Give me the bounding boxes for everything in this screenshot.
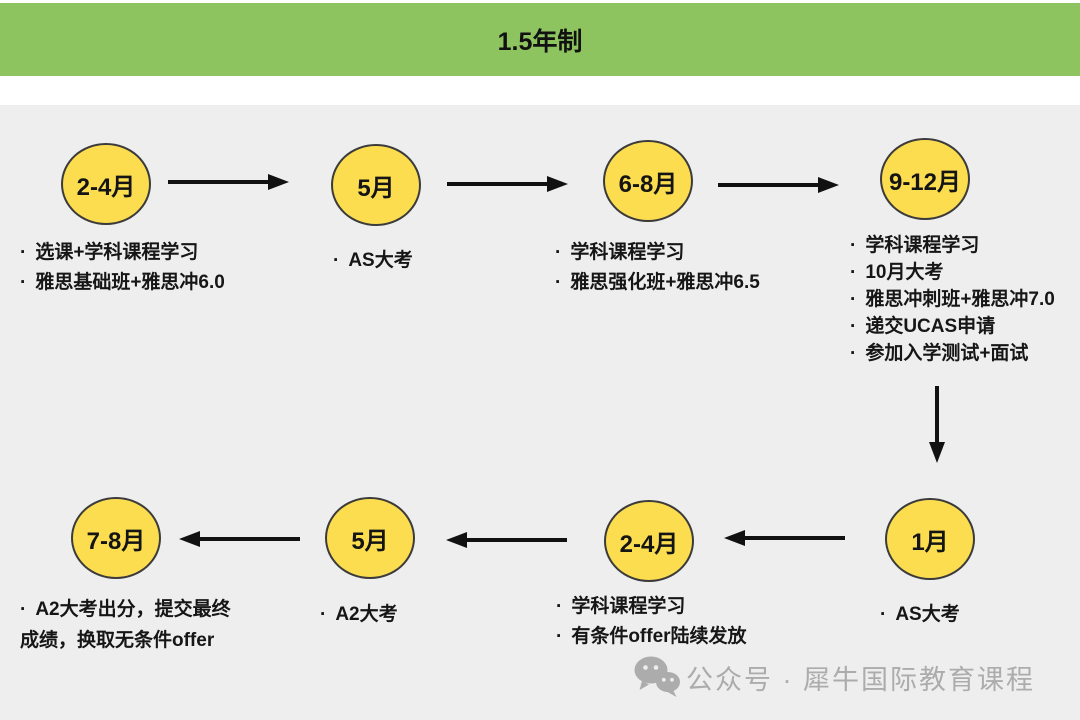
bullet-marker: · — [20, 599, 27, 620]
note-line: · 学科课程学习 — [555, 238, 760, 268]
stage-notes: · AS大考 — [333, 246, 413, 276]
note-text: 雅思基础班+雅思冲6.0 — [35, 272, 225, 293]
note-text: 雅思强化班+雅思冲6.5 — [570, 272, 760, 293]
arrow-left-icon — [446, 532, 567, 548]
note-line: ·A2大考出分，提交最终成绩，换取无条件offer — [20, 594, 238, 656]
arrow-left-icon — [179, 531, 300, 547]
note-line: · AS大考 — [333, 246, 413, 276]
bullet-marker: · — [850, 343, 857, 364]
note-line: · 学科课程学习 — [850, 232, 1055, 259]
bullet-marker: · — [880, 604, 887, 625]
stage-notes: · A2大考 — [320, 600, 398, 630]
bullet-marker: · — [555, 272, 562, 293]
stage-label: 7-8月 — [86, 527, 146, 555]
arrow-right-icon — [718, 177, 839, 193]
note-line: · 选课+学科课程学习 — [20, 238, 225, 268]
wechat-icon — [634, 656, 680, 697]
stage-notes: · 学科课程学习 · 雅思强化班+雅思冲6.5 — [555, 238, 760, 298]
note-text: A2大考出分，提交最终成绩，换取无条件offer — [20, 599, 231, 651]
note-text: 10月大考 — [865, 262, 944, 283]
stage-label: 2-4月 — [76, 173, 136, 201]
note-line: · 雅思基础班+雅思冲6.0 — [20, 268, 225, 298]
note-line: · 雅思冲刺班+雅思冲7.0 — [850, 286, 1055, 313]
stage-label: 2-4月 — [619, 530, 679, 558]
stage-label: 9-12月 — [888, 168, 962, 196]
note-text: A2大考 — [335, 604, 398, 625]
stage-label: 1月 — [911, 528, 949, 556]
bullet-marker: · — [556, 596, 563, 617]
note-text: 学科课程学习 — [570, 242, 685, 263]
note-line: · AS大考 — [880, 600, 960, 630]
page-title: 1.5年制 — [497, 27, 583, 56]
bullet-marker: · — [320, 604, 327, 625]
program-duration-header: 1.5年制 — [0, 3, 1080, 76]
stage-circle-bottom-4: 7-8月 — [71, 497, 161, 579]
note-line: · A2大考 — [320, 600, 398, 630]
bullet-marker: · — [20, 242, 27, 263]
note-text: 学科课程学习 — [571, 596, 686, 617]
stage-label: 5月 — [351, 527, 389, 555]
note-line: · 雅思强化班+雅思冲6.5 — [555, 268, 760, 298]
note-line: · 参加入学测试+面试 — [850, 340, 1055, 367]
stage-label: 6-8月 — [618, 170, 678, 198]
arrow-right-icon — [447, 176, 568, 192]
stage-circle-bottom-1: 1月 — [885, 498, 975, 580]
stage-circle-bottom-2: 2-4月 — [604, 500, 694, 582]
note-text: 有条件offer陆续发放 — [571, 626, 747, 647]
note-text: 参加入学测试+面试 — [865, 343, 1029, 364]
note-text: 递交UCAS申请 — [865, 316, 996, 337]
stage-notes: · 选课+学科课程学习 · 雅思基础班+雅思冲6.0 — [20, 238, 225, 298]
stage-circle-top-4: 9-12月 — [880, 138, 970, 220]
arrow-down-icon — [929, 386, 945, 463]
note-text: 选课+学科课程学习 — [35, 242, 199, 263]
bullet-marker: · — [850, 289, 857, 310]
note-line: · 有条件offer陆续发放 — [556, 622, 747, 652]
bullet-marker: · — [555, 242, 562, 263]
bullet-marker: · — [850, 235, 857, 256]
bullet-marker: · — [850, 316, 857, 337]
watermark-text: 公众号 · 犀牛国际教育课程 — [686, 665, 1035, 695]
note-line: · 递交UCAS申请 — [850, 313, 1055, 340]
note-text: AS大考 — [348, 250, 413, 271]
stage-notes: · 学科课程学习 · 10月大考 · 雅思冲刺班+雅思冲7.0 · 递交UCAS申请 ·… — [850, 232, 1055, 367]
stage-label: 5月 — [357, 174, 395, 202]
bullet-marker: · — [556, 626, 563, 647]
stage-circle-top-1: 2-4月 — [61, 143, 151, 225]
bullet-marker: · — [20, 272, 27, 293]
stage-notes: · AS大考 — [880, 600, 960, 630]
note-text: 学科课程学习 — [865, 235, 980, 256]
arrow-left-icon — [724, 530, 845, 546]
stage-circle-bottom-3: 5月 — [325, 497, 415, 579]
note-text: 雅思冲刺班+雅思冲7.0 — [865, 289, 1055, 310]
bullet-marker: · — [333, 250, 340, 271]
bullet-marker: · — [850, 262, 857, 283]
arrow-right-icon — [168, 174, 289, 190]
stage-circle-top-3: 6-8月 — [603, 140, 693, 222]
stage-circle-top-2: 5月 — [331, 144, 421, 226]
stage-notes: · 学科课程学习 · 有条件offer陆续发放 — [556, 592, 747, 652]
stage-notes: ·A2大考出分，提交最终成绩，换取无条件offer — [20, 594, 238, 656]
note-line: · 学科课程学习 — [556, 592, 747, 622]
note-text: AS大考 — [895, 604, 960, 625]
note-line: · 10月大考 — [850, 259, 1055, 286]
